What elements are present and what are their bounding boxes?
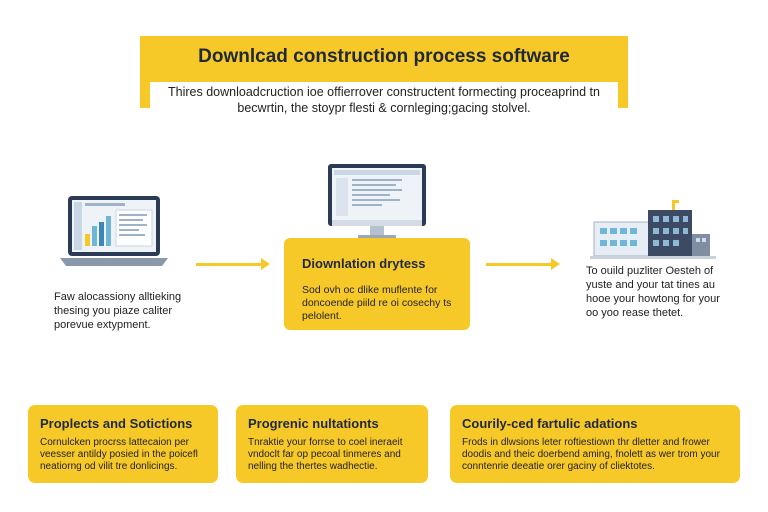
building-icon [590,200,716,259]
page-subtitle: Thires downloadcruction ioe offierrover … [150,82,618,118]
desktop-monitor-icon [328,164,426,239]
page-title: Downlcad construction process software [198,46,570,67]
process-step-body: Sod ovh oc dlike muflente for doncoende … [302,284,452,322]
feature-card-body: Tnraktie your forrse to coel ineraeit vn… [248,437,403,472]
feature-card-body: Frods in dlwsions leter roftiestiown thr… [462,437,720,472]
feature-card: Progrenic nultationts Tnraktie your forr… [236,405,428,483]
feature-card: Proplects and Sotictions Cornulcken proc… [28,405,218,483]
left-node-text: Faw alocassiony alltieking thesing you p… [54,291,182,331]
laptop-icon [60,196,168,266]
feature-card-title: Progrenic nultationts [248,416,379,431]
feature-card-body: Cornulcken procrss lattecaion per veesse… [40,437,198,472]
feature-card-title: Courily-ced fartulic adations [462,416,638,431]
feature-card-title: Proplects and Sotictions [40,416,193,431]
process-step-title: Diownlation drytess [302,256,426,271]
process-step-box: Diownlation drytess Sod ovh oc dlike muf… [284,238,470,330]
right-node-text: To ouild puzliter Oesteh of yuste and yo… [586,265,720,319]
feature-card: Courily-ced fartulic adations Frods in d… [450,405,740,483]
arrow-right-icon [196,258,270,270]
arrow-right-icon [486,258,560,270]
